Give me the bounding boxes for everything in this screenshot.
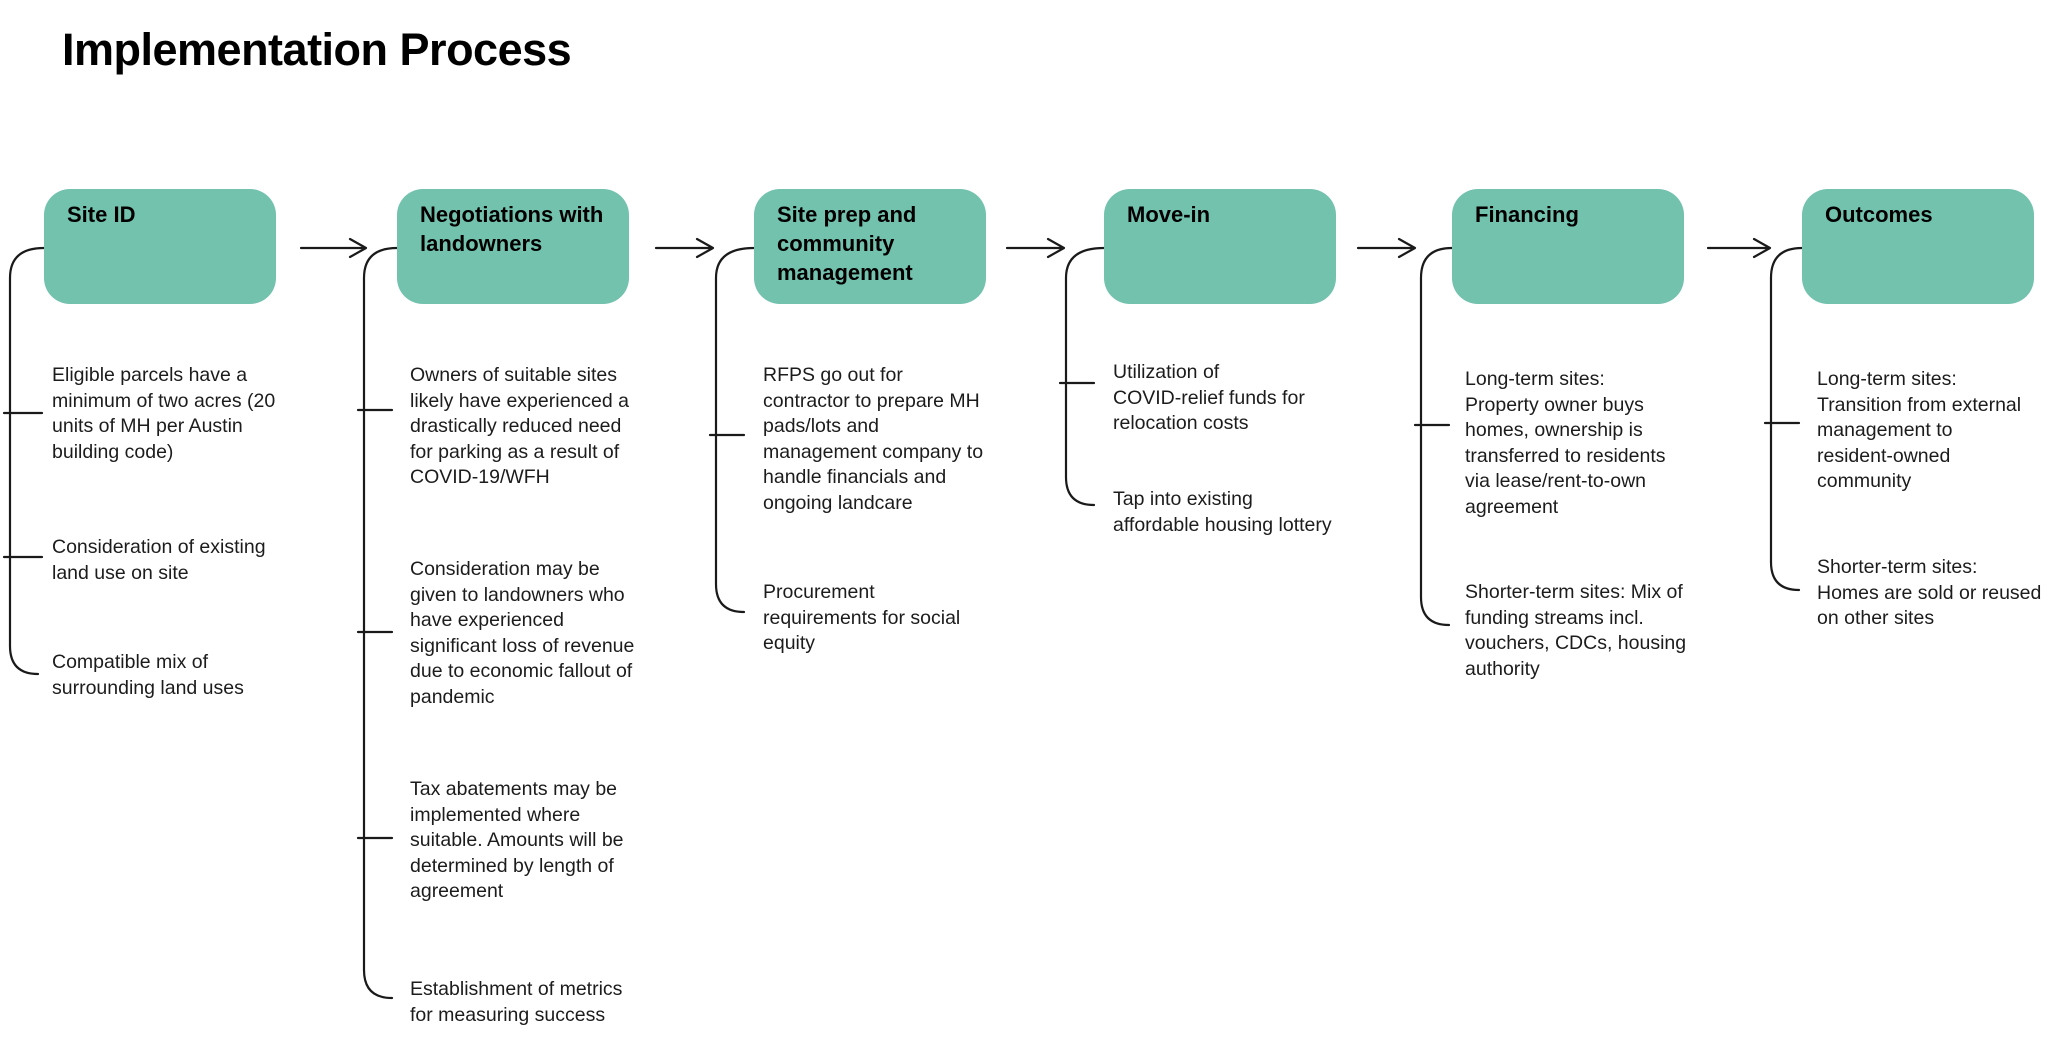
stage-label: Move-in bbox=[1127, 202, 1211, 227]
bracket-financing bbox=[1413, 246, 1454, 627]
stage-item: RFPS go out for contractor to prepare MH… bbox=[763, 364, 984, 514]
flow-arrow-4 bbox=[1356, 237, 1417, 259]
stage-item: Long-term sites: Property owner buys hom… bbox=[1465, 368, 1666, 518]
stage-item: Shorter-term sites: Homes are sold or re… bbox=[1817, 556, 2042, 629]
stage-item: Consideration may be given to landowners… bbox=[410, 558, 635, 708]
stage-box-financing: Financing bbox=[1452, 189, 1684, 304]
stage-label: Financing bbox=[1475, 202, 1579, 227]
stage-label: Site ID bbox=[67, 202, 136, 227]
flow-arrow-2 bbox=[654, 237, 715, 259]
stage-box-site-prep: Site prep and community management bbox=[754, 189, 986, 304]
flow-arrow-1 bbox=[299, 237, 368, 259]
stage-label: Outcomes bbox=[1825, 202, 1933, 227]
bracket-negotiations bbox=[356, 246, 399, 1000]
stage-item: Consideration of existing land use on si… bbox=[52, 536, 266, 584]
bracket-site-id bbox=[2, 246, 46, 676]
stage-item: Eligible parcels have a minimum of two a… bbox=[52, 364, 276, 463]
stage-item: Owners of suitable sites likely have exp… bbox=[410, 364, 629, 488]
bracket-site-prep bbox=[708, 246, 756, 614]
flow-arrow-5 bbox=[1706, 237, 1772, 259]
bracket-move-in bbox=[1058, 246, 1106, 507]
stage-item: Establishment of metrics for measuring s… bbox=[410, 978, 623, 1026]
stage-label: Site prep and community management bbox=[777, 202, 917, 285]
page-title: Implementation Process bbox=[62, 24, 572, 75]
flow-arrow-3 bbox=[1005, 237, 1066, 259]
stage-item: Shorter-term sites: Mix of funding strea… bbox=[1465, 581, 1687, 680]
stage-item: Long-term sites: Transition from externa… bbox=[1817, 368, 2022, 492]
bracket-outcomes bbox=[1763, 246, 1804, 592]
stage-item: Utilization of COVID-relief funds for re… bbox=[1113, 361, 1305, 434]
stage-box-site-id: Site ID bbox=[44, 189, 276, 304]
stage-label: Negotiations with landowners bbox=[420, 202, 604, 256]
stage-item: Procurement requirements for social equi… bbox=[763, 581, 961, 654]
stage-box-negotiations: Negotiations with landowners bbox=[397, 189, 629, 304]
stage-item: Tap into existing affordable housing lot… bbox=[1113, 488, 1332, 536]
stage-item: Tax abatements may be implemented where … bbox=[410, 778, 624, 902]
stage-item: Compatible mix of surrounding land uses bbox=[52, 651, 244, 699]
stage-box-outcomes: Outcomes bbox=[1802, 189, 2034, 304]
stage-box-move-in: Move-in bbox=[1104, 189, 1336, 304]
